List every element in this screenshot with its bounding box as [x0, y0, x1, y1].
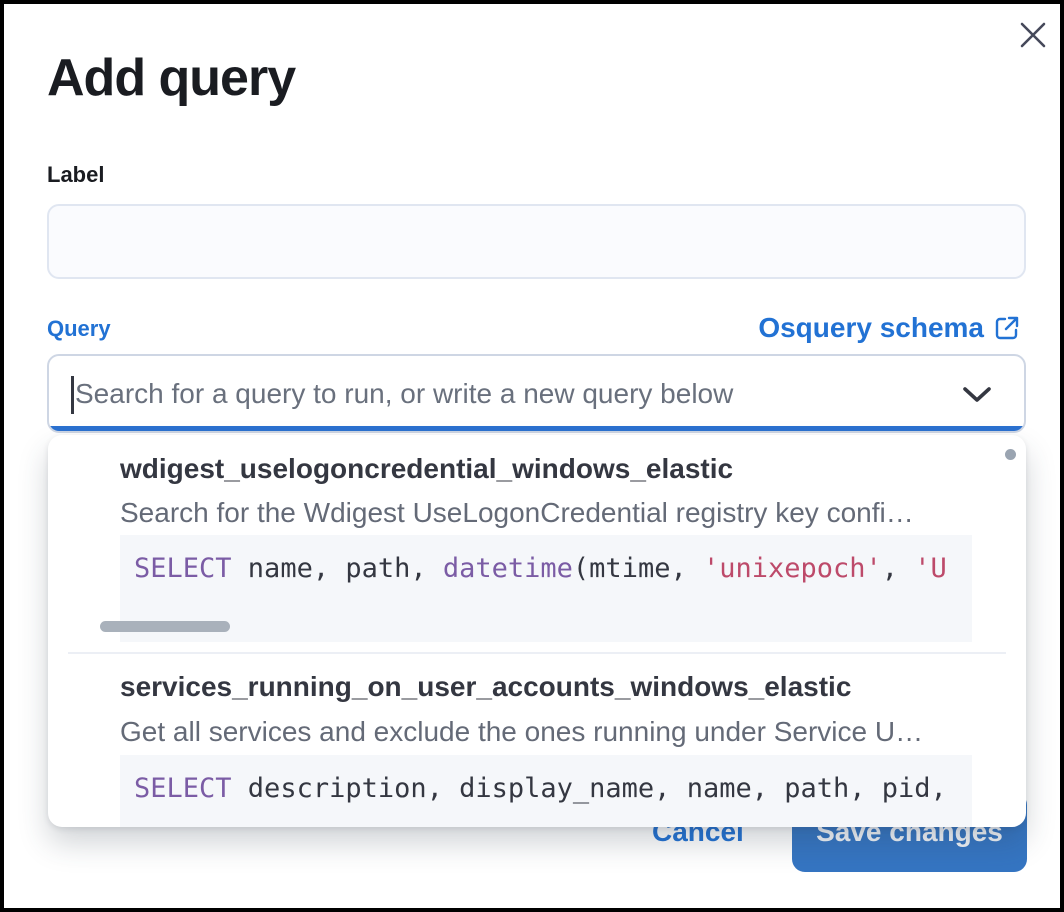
query-option-wdigest[interactable]: wdigest_uselogoncredential_windows_elast… — [48, 435, 1026, 652]
query-search-placeholder: Search for a query to run, or write a ne… — [75, 378, 734, 409]
label-input[interactable] — [47, 204, 1026, 279]
scrollbar-thumb-horizontal[interactable] — [100, 621, 230, 632]
osquery-schema-link[interactable]: Osquery schema — [758, 312, 1020, 344]
chevron-down-icon[interactable] — [962, 386, 992, 404]
text-cursor — [71, 376, 74, 414]
dropdown-separator — [68, 652, 1006, 654]
scrollbar-thumb-vertical[interactable] — [1005, 449, 1016, 460]
focus-underline — [49, 426, 1024, 431]
query-field-label: Query — [47, 316, 111, 341]
query-search-input[interactable]: Search for a query to run, or write a ne… — [47, 354, 1026, 433]
query-suggestions-dropdown: wdigest_uselogoncredential_windows_elast… — [48, 435, 1026, 827]
close-button[interactable] — [1014, 16, 1052, 54]
query-option-sql-preview: SELECT description, display_name, name, … — [120, 755, 972, 827]
modal-title: Add query — [47, 49, 296, 107]
query-option-title: services_running_on_user_accounts_window… — [120, 671, 852, 702]
sql-code-line: SELECT description, display_name, name, … — [134, 773, 947, 804]
query-option-services[interactable]: services_running_on_user_accounts_window… — [48, 654, 1026, 827]
query-option-title: wdigest_uselogoncredential_windows_elast… — [120, 453, 734, 484]
query-option-sql-preview: SELECT name, path, datetime(mtime, 'unix… — [120, 535, 972, 642]
external-link-icon — [995, 316, 1019, 340]
query-option-description: Get all services and exclude the ones ru… — [120, 716, 924, 747]
sql-code-line: SELECT name, path, datetime(mtime, 'unix… — [134, 553, 947, 584]
osquery-schema-link-label: Osquery schema — [758, 312, 984, 343]
close-icon — [1020, 22, 1046, 48]
query-option-description: Search for the Wdigest UseLogonCredentia… — [120, 497, 914, 528]
label-field-label: Label — [47, 162, 105, 187]
